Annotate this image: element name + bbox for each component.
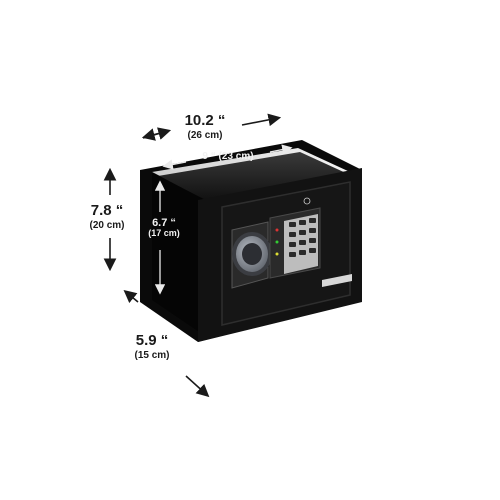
width-imperial: 10.2 “: [184, 112, 226, 129]
height-imperial: 7.8 “: [90, 202, 124, 219]
name-plate: [322, 274, 352, 287]
inner-height-dimension-label: 6.7 “ (17 cm): [142, 217, 186, 239]
height-metric: (20 cm): [89, 219, 125, 231]
inner-width-arrow-right-icon: [269, 144, 293, 155]
inner-height-metric: (17 cm): [148, 228, 180, 239]
brand-logo-icon: [303, 197, 311, 205]
combination-dial-icon[interactable]: [232, 232, 272, 276]
depth-arrow-down-icon: [185, 375, 210, 398]
height-dimension-label: 7.8 “ (20 cm): [82, 202, 132, 231]
keypad-icon[interactable]: [269, 207, 321, 279]
inner-width-arrow-left-icon: [162, 159, 187, 170]
depth-imperial: 5.9 “: [135, 332, 169, 349]
width-dimension-label: 10.2 “ (26 cm): [170, 112, 240, 141]
safe-side: [152, 172, 205, 336]
inner-width-metric: (23 cm): [218, 151, 254, 162]
safe-top: [158, 152, 348, 201]
inner-width-imperial: 9 “: [202, 151, 216, 162]
width-metric: (26 cm): [187, 129, 223, 141]
width-dimension-arrow-left-icon: [141, 128, 169, 141]
depth-arrow-up-icon: [123, 289, 139, 304]
depth-dimension-label: 5.9 “ (15 cm): [122, 332, 182, 361]
width-dimension-arrow-right-icon: [241, 113, 282, 127]
inner-width-dimension-label: 9 “ (23 cm): [188, 151, 268, 162]
inner-height-imperial: 6.7 “: [152, 217, 176, 229]
depth-metric: (15 cm): [134, 349, 170, 361]
